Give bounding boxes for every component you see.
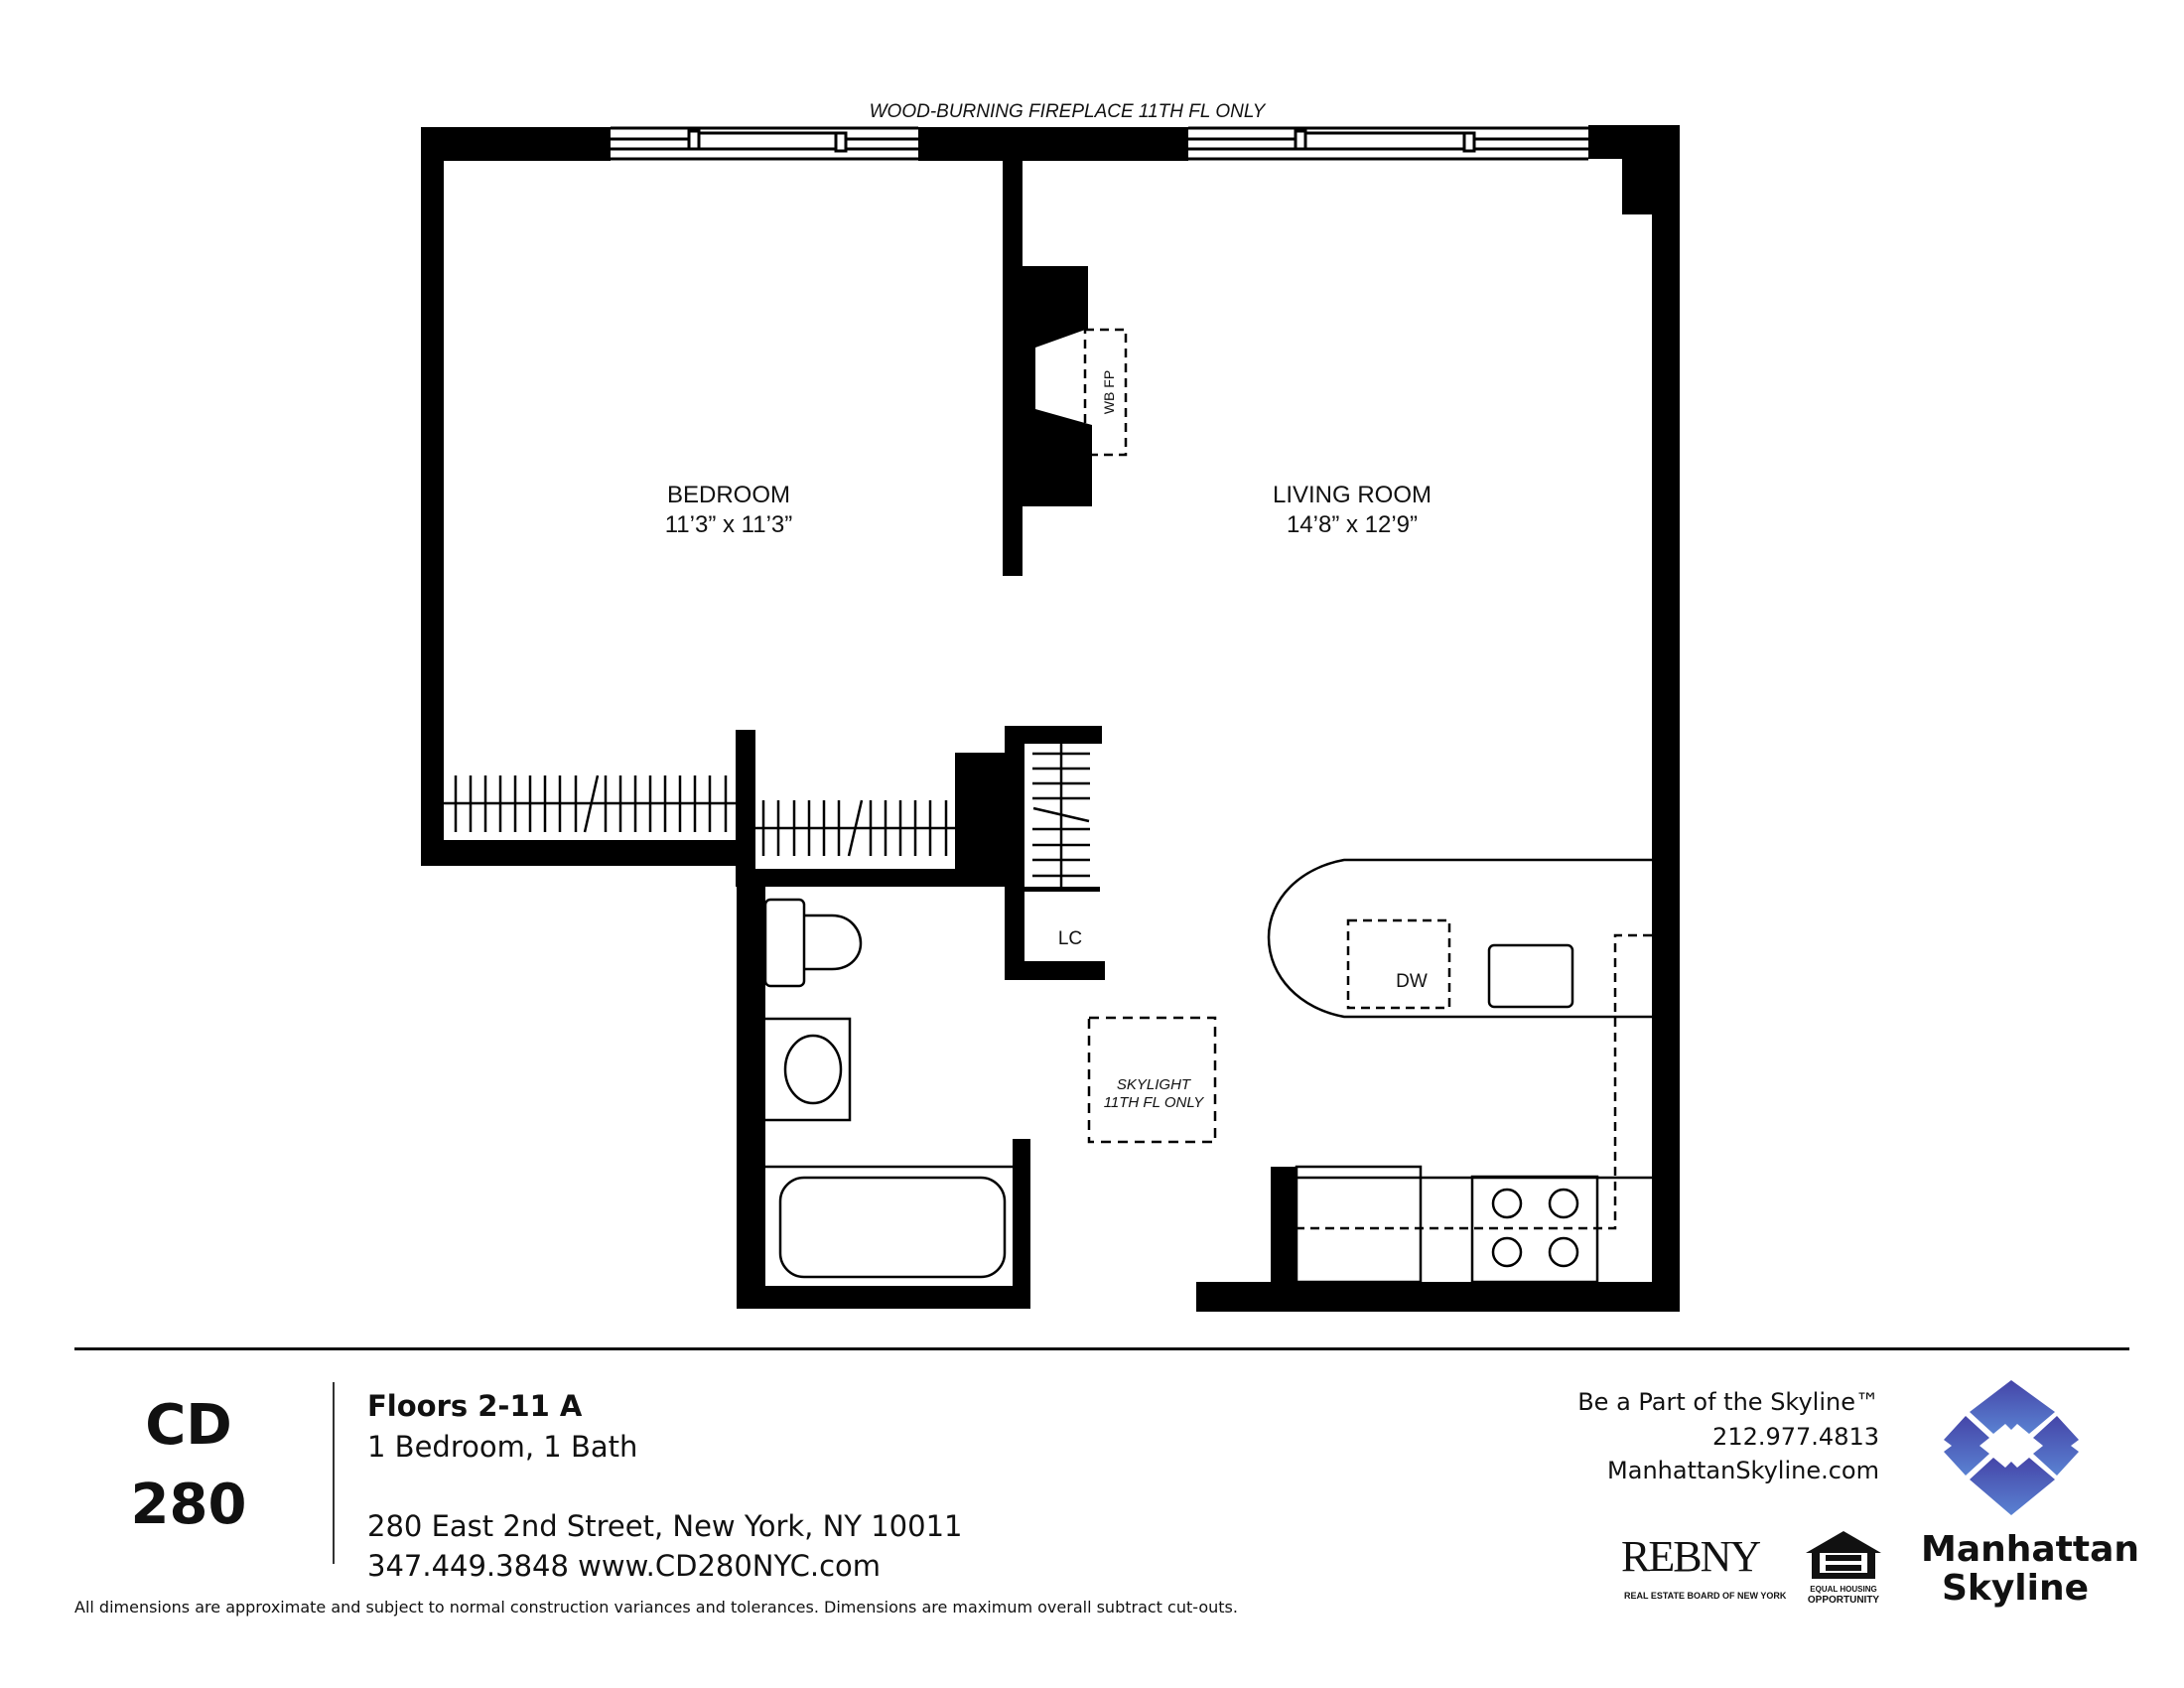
kitchen-sink xyxy=(1487,943,1574,1009)
toilet-bowl xyxy=(804,914,863,971)
agency-tagline: Be a Part of the Skyline™ xyxy=(1577,1388,1879,1416)
windows xyxy=(611,126,1588,161)
disclaimer: All dimensions are approximate and subje… xyxy=(74,1598,1238,1617)
agency-phone: 212.977.4813 xyxy=(1712,1423,1879,1451)
equal-housing-line-2: OPPORTUNITY xyxy=(1807,1595,1880,1606)
unit-title: Floors 2-11 A xyxy=(367,1389,583,1423)
floor-plan: WOOD-BURNING FIREPLACE 11TH FL ONLY xyxy=(421,101,1680,1312)
footer-vertical-divider xyxy=(333,1382,335,1564)
skylight-outline xyxy=(1087,1016,1217,1144)
living-room-label: LIVING ROOM xyxy=(1273,482,1432,508)
fireplace-note: WOOD-BURNING FIREPLACE 11TH FL ONLY xyxy=(870,101,1267,122)
rebny-subtitle: REAL ESTATE BOARD OF NEW YORK xyxy=(1624,1591,1787,1601)
sink-basin xyxy=(783,1034,843,1105)
bathtub xyxy=(778,1176,1007,1279)
manhattan-skyline-logo-icon xyxy=(1944,1380,2079,1515)
refrigerator xyxy=(1295,1165,1423,1284)
kitchen-island xyxy=(1267,858,1652,1019)
sink-cabinet xyxy=(761,1017,852,1122)
building-code-line-1: CD xyxy=(145,1393,232,1458)
linen-closet-label: LC xyxy=(1058,928,1082,949)
bedroom-dimensions: 11’3” x 11’3” xyxy=(665,511,793,538)
toilet-tank xyxy=(763,898,806,988)
building-address: 280 East 2nd Street, New York, NY 10011 xyxy=(367,1509,963,1543)
bedroom-label: BEDROOM xyxy=(667,482,790,508)
dishwasher xyxy=(1346,918,1451,1010)
equal-housing-line-1: EQUAL HOUSING xyxy=(1810,1585,1877,1594)
bathroom-fixtures xyxy=(761,898,1013,1279)
manhattan-skyline-wordmark-2: Skyline xyxy=(1941,1568,2090,1609)
skylight-label: SKYLIGHT xyxy=(1117,1076,1192,1093)
footer-divider xyxy=(74,1347,2129,1350)
walls xyxy=(421,125,1680,1312)
fireplace-label: WB FP xyxy=(1101,370,1117,414)
unit-type: 1 Bedroom, 1 Bath xyxy=(367,1430,638,1464)
agency-website[interactable]: ManhattanSkyline.com xyxy=(1607,1457,1879,1484)
stove xyxy=(1470,1175,1599,1284)
rebny-logo: REBNY xyxy=(1621,1532,1761,1581)
dishwasher-label: DW xyxy=(1396,971,1428,992)
fireplace-hearth xyxy=(1083,328,1128,457)
skylight-label-2: 11TH FL ONLY xyxy=(1104,1094,1205,1111)
building-code-line-2: 280 xyxy=(130,1473,247,1537)
living-room-dimensions: 14’8” x 12’9” xyxy=(1287,511,1418,538)
closet-rods xyxy=(444,744,1090,887)
manhattan-skyline-wordmark-1: Manhattan xyxy=(1921,1529,2140,1570)
equal-housing-icon xyxy=(1806,1531,1881,1579)
building-contact: 347.449.3848 www.CD280NYC.com xyxy=(367,1549,882,1583)
kitchen-fixtures xyxy=(1267,858,1652,1284)
